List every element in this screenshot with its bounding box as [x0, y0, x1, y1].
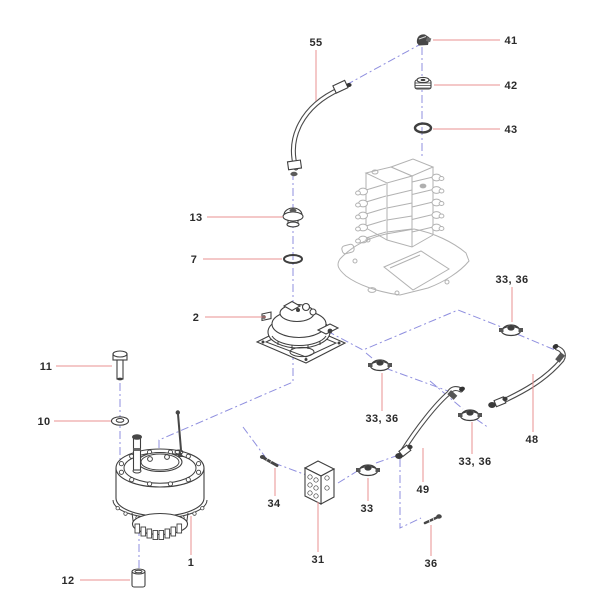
callout-33-36-mid: 33, 36: [366, 413, 399, 425]
callout-41: 41: [504, 35, 517, 47]
callout-labels: 55 41 42 43 13 7 2 33, 36 11 10 33, 36 4…: [37, 35, 538, 587]
part-49-hose: [395, 386, 465, 459]
callout-34: 34: [267, 498, 281, 510]
clamp-33-36-low: [457, 409, 483, 422]
gearbox-dowel-rod: [175, 410, 184, 457]
assembly-centerlines: [119, 44, 556, 571]
part-55-hose: [286, 79, 352, 177]
callout-33: 33: [360, 503, 373, 515]
callout-43: 43: [504, 124, 517, 136]
part-36-screw: [423, 514, 442, 525]
callout-7: 7: [191, 254, 198, 266]
valve-port-fitting: [419, 183, 427, 189]
ghost-main-control-valve: [337, 158, 470, 296]
callout-49: 49: [416, 484, 429, 496]
part-2-swing-motor: [255, 300, 347, 364]
ghost-mounting-plate: [337, 228, 470, 296]
part-7-o-ring: [283, 254, 303, 264]
callout-12: 12: [61, 575, 74, 587]
callout-42: 42: [504, 80, 517, 92]
clamp-33: [355, 464, 381, 477]
part-1-swing-gearbox: [112, 410, 208, 540]
part-34-pin: [259, 455, 279, 467]
part-11-bolt: [112, 350, 128, 381]
clamp-33-36-top: [498, 324, 524, 337]
part-48-hose: [488, 344, 566, 408]
callout-36: 36: [424, 558, 437, 570]
part-42-nut: [414, 76, 432, 90]
part-10-washer: [110, 416, 130, 426]
callout-55: 55: [309, 37, 322, 49]
callout-11: 11: [40, 361, 52, 373]
part-31-block: [303, 460, 336, 505]
callout-1: 1: [188, 557, 195, 569]
callout-48: 48: [525, 434, 538, 446]
callout-31: 31: [311, 554, 324, 566]
gearbox-mounting-stud: [132, 434, 142, 471]
callout-33-36-low: 33, 36: [459, 456, 492, 468]
callout-10: 10: [37, 416, 50, 428]
callout-33-36-top: 33, 36: [496, 274, 529, 286]
callout-2: 2: [193, 312, 200, 324]
part-13-fitting: [282, 207, 304, 228]
part-41-plug: [416, 34, 432, 46]
callout-13: 13: [189, 212, 202, 224]
part-43-o-ring: [413, 122, 433, 134]
part-12-bushing: [131, 568, 146, 588]
callout-leader-lines: [54, 39, 534, 581]
